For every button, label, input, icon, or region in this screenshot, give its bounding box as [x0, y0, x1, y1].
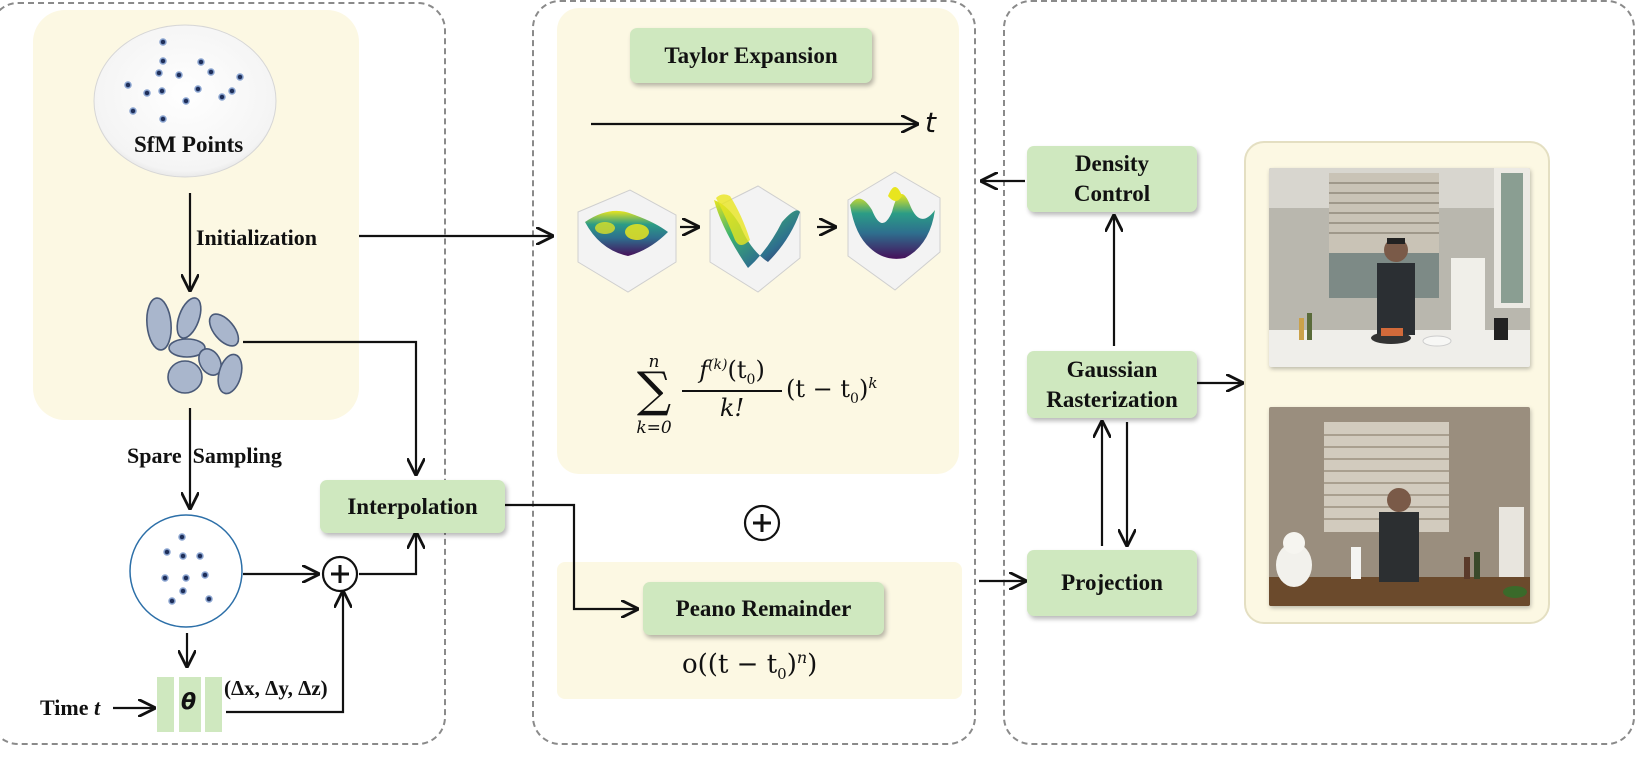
arrow-icon	[243, 340, 416, 474]
sample-points-icon	[129, 514, 243, 628]
projection-label: Projection	[1061, 570, 1163, 595]
parameter-bars	[157, 677, 222, 732]
sfm-points-label: SfM Points	[134, 132, 244, 157]
sum-symbol: n ∑ k=0	[632, 352, 676, 438]
sum-upper: n	[648, 352, 660, 372]
arrow-icon	[359, 533, 416, 576]
rendered-image-2	[1269, 407, 1530, 606]
rem-sub: 0	[777, 664, 787, 683]
arg: (t	[727, 356, 747, 384]
time-variable: t	[93, 695, 101, 720]
delta-label: (Δx, Δy, Δz)	[224, 676, 328, 700]
rem-prefix: o((t − t	[682, 649, 778, 680]
time-prefix: Time	[40, 695, 94, 720]
sparse-sampling-label: Spare Sampling	[127, 443, 282, 468]
rem-power: n	[796, 648, 808, 667]
sfm-points-icon	[93, 24, 277, 178]
theta-label: θ	[181, 690, 197, 715]
rem-mid: )	[786, 649, 797, 680]
surface-plot-icon	[577, 189, 677, 293]
surface-plot-icon	[709, 185, 801, 293]
plus-circle-icon	[743, 504, 781, 542]
peano-remainder-box: Peano Remainder	[643, 582, 884, 635]
rem-suffix: )	[807, 649, 818, 680]
fraction: f(k)(t0) k!	[682, 356, 782, 422]
sum-lower: k=0	[636, 418, 672, 438]
fraction-bar	[682, 389, 782, 392]
tail-sub: 0	[850, 390, 859, 407]
remainder-formula: o((t − t0)n)	[682, 648, 817, 683]
interpolation-label: Interpolation	[347, 493, 478, 519]
density-control-label: Density Control	[1073, 151, 1151, 206]
density-control-box: Density Control	[1027, 146, 1197, 212]
kitchen-scene-icon	[1269, 407, 1530, 606]
right-panel	[1003, 0, 1635, 745]
time-label: Time t	[40, 695, 100, 721]
middle-panel	[532, 0, 976, 745]
surface-plot-icon	[847, 171, 941, 291]
gaussian-ellipse-icon	[146, 297, 243, 395]
rendered-image-1	[1269, 168, 1530, 367]
formula-tail: (t − t0)k	[786, 374, 877, 407]
projection-box: Projection	[1027, 550, 1197, 616]
initialization-label: Initialization	[196, 225, 318, 250]
tail-close: )	[858, 375, 869, 403]
arg-close: )	[755, 356, 765, 384]
arrows	[113, 124, 1242, 712]
time-axis-label: t	[925, 106, 936, 139]
f-symbol: f	[699, 356, 709, 384]
kitchen-scene-icon	[1269, 168, 1530, 367]
gaussian-rasterization-label: Gaussian Rasterization	[1046, 356, 1178, 412]
plus-circle-icon	[321, 555, 359, 593]
arrow-icon	[226, 592, 343, 714]
sigma-icon: ∑	[636, 362, 672, 418]
arrow-icon	[505, 503, 637, 609]
gaussian-rasterization-box: Gaussian Rasterization	[1027, 351, 1197, 418]
tail-expr: (t − t	[786, 375, 851, 403]
tail-power: k	[868, 374, 878, 392]
left-panel	[0, 2, 446, 745]
fraction-denominator: k!	[719, 393, 745, 422]
t0-sub: 0	[746, 371, 756, 388]
fraction-numerator: f(k)(t0)	[682, 356, 782, 388]
taylor-formula: n ∑ k=0 f(k)(t0) k! (t − t0)k	[626, 352, 916, 442]
peano-remainder-label: Peano Remainder	[675, 595, 852, 621]
interpolation-box: Interpolation	[320, 480, 505, 533]
taylor-expansion-label: Taylor Expansion	[664, 42, 838, 68]
deriv-order: (k)	[708, 357, 728, 373]
taylor-expansion-box: Taylor Expansion	[630, 28, 872, 83]
